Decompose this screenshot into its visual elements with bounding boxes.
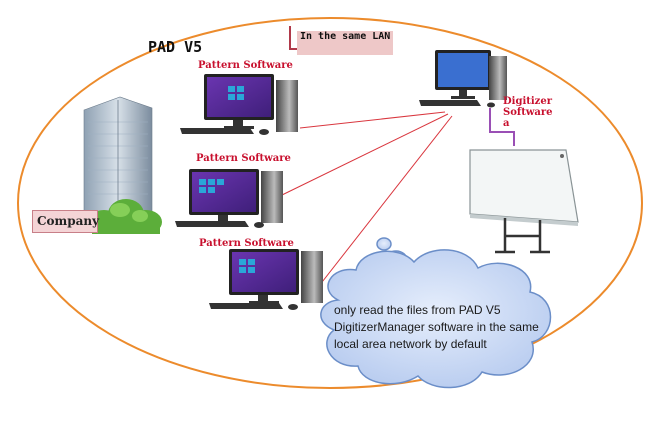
desktop-computer-icon [419,50,507,108]
office-building-icon [83,96,162,234]
digitizer-link-line [489,108,515,146]
digitizer-label-line-1: Digitizer [503,96,552,107]
link-line-1 [299,111,446,129]
lan-label: In the same LAN [297,31,393,55]
link-line-3 [307,115,453,301]
digitizer-table-icon [469,149,579,254]
pattern-software-label-3: Pattern Software [199,238,294,249]
lan-boundary-ellipse [17,17,643,389]
cloud-note-text: only read the files from PAD V5 Digitize… [334,303,539,351]
thought-cloud-icon [320,237,552,389]
desktop-computer-icon [180,74,298,135]
lan-marker-line [289,26,297,50]
digitizer-software-label: Digitizer Software a [503,96,573,129]
company-label: Company [32,210,99,233]
diagram-title: PAD V5 [148,38,203,56]
link-line-2 [281,113,449,196]
pattern-software-label-2: Pattern Software [196,153,291,164]
desktop-computer-icon [175,169,283,228]
connection-lines [281,111,453,301]
desktop-computer-icon [209,249,323,310]
pattern-software-label-1: Pattern Software [198,60,293,71]
digitizer-label-line-3: a [503,118,510,129]
digitizer-label-line-2: Software [503,107,553,118]
